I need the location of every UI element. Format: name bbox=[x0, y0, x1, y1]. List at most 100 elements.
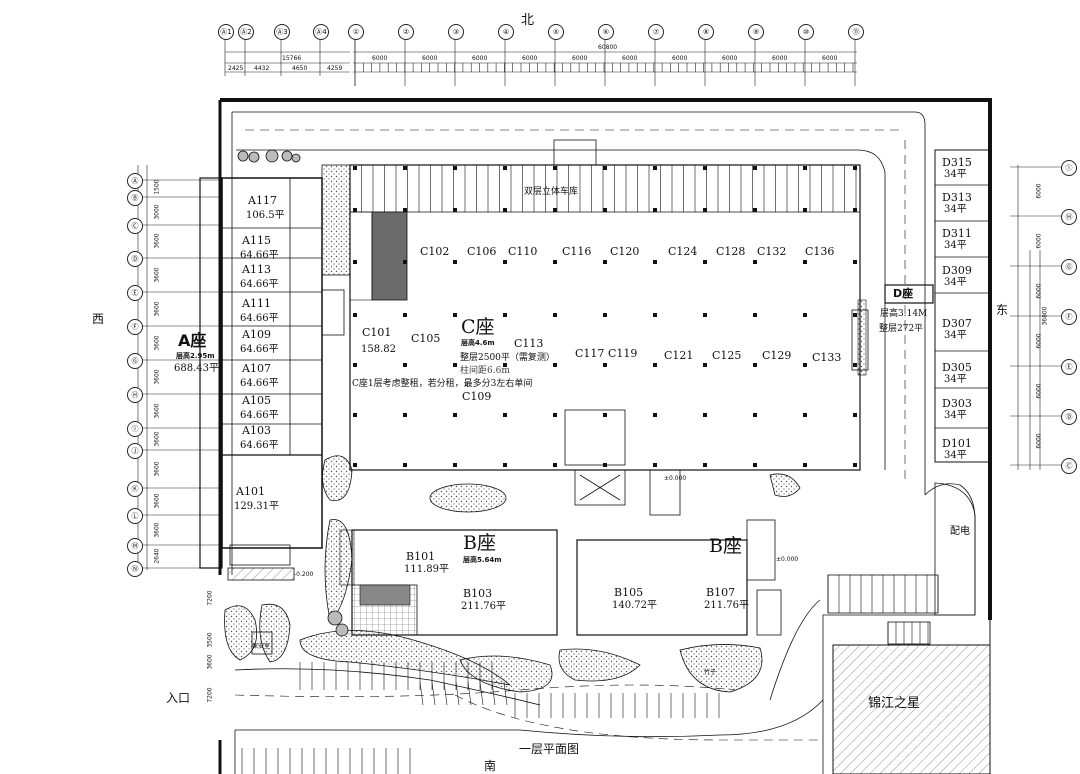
a-block-total-area: 688.43平 bbox=[174, 363, 219, 374]
a-room-id: A107 bbox=[242, 362, 271, 375]
left-axis-13: Ⓝ bbox=[127, 561, 143, 577]
a-block bbox=[199, 177, 323, 581]
b-block-height: 层高5.64m bbox=[463, 556, 502, 564]
left-axis-ticks bbox=[140, 179, 222, 569]
top-left-axis-2: Ⓐ2 bbox=[238, 24, 254, 40]
d-room-id: D315 bbox=[942, 156, 972, 169]
south-parking bbox=[241, 662, 720, 774]
elevation-b: ±0.000 bbox=[776, 556, 799, 563]
c-room-id: C119 bbox=[608, 347, 638, 360]
top-axis-1: ① bbox=[348, 24, 364, 40]
d-room-area: 34平 bbox=[944, 410, 967, 421]
c-room-id: C136 bbox=[805, 245, 835, 258]
left-dim: 3600 bbox=[153, 267, 161, 283]
c-dark-block bbox=[371, 211, 408, 301]
left-dim: 3600 bbox=[153, 431, 161, 447]
power-room bbox=[934, 482, 976, 616]
top-left-dim: 2425 bbox=[228, 65, 244, 72]
a-block-height: 层高2.95m bbox=[176, 352, 215, 360]
right-dim: 6000 bbox=[1035, 283, 1043, 299]
b-room-id: B107 bbox=[706, 586, 736, 599]
c-room-id: C105 bbox=[411, 332, 441, 345]
d-block bbox=[884, 149, 991, 463]
c-room-id: C128 bbox=[716, 245, 746, 258]
left-axis-11: Ⓛ bbox=[127, 508, 143, 524]
top-left-axis-1: Ⓐ1 bbox=[218, 24, 234, 40]
right-dim: 6000 bbox=[1035, 333, 1043, 349]
b-room-area: 211.76平 bbox=[461, 601, 506, 612]
a-room-area: 64.66平 bbox=[240, 250, 279, 261]
top-overall-dim: 60800 bbox=[598, 44, 618, 51]
top-bay-dim: 6000 bbox=[372, 55, 388, 62]
a-room-area: 64.66平 bbox=[240, 344, 279, 355]
guard-house-label: 保安室 bbox=[252, 643, 271, 650]
d-room-id: D313 bbox=[942, 191, 972, 204]
d-room-id: D311 bbox=[942, 227, 972, 240]
top-bay-dim: 6000 bbox=[672, 55, 688, 62]
left-axis-3: Ⓓ bbox=[127, 251, 143, 267]
c-room-id: C129 bbox=[762, 349, 792, 362]
c-room-id: C120 bbox=[610, 245, 640, 258]
right-axis-ticks bbox=[1010, 166, 1062, 466]
a-planter-top bbox=[321, 164, 351, 276]
left-axis-5: Ⓕ bbox=[127, 319, 143, 335]
top-bay-dim: 6000 bbox=[522, 55, 538, 62]
b-room-area: 211.76平 bbox=[704, 600, 749, 611]
c109-id: C109 bbox=[462, 390, 492, 403]
top-axis-3: ③ bbox=[448, 24, 464, 40]
top-bay-dim: 6000 bbox=[822, 55, 838, 62]
c-core bbox=[564, 409, 681, 516]
d-room-area: 34平 bbox=[944, 277, 967, 288]
top-bay-dim: 6000 bbox=[422, 55, 438, 62]
south-road bbox=[234, 599, 824, 774]
c-room-id: C102 bbox=[420, 245, 450, 258]
power-room-label: 配电 bbox=[950, 526, 970, 537]
left-dim: 3600 bbox=[153, 403, 161, 419]
a-room-id: A109 bbox=[242, 328, 271, 341]
top-dimension-lines bbox=[224, 40, 857, 86]
a-stair bbox=[321, 289, 345, 336]
elevation-c: ±0.000 bbox=[664, 475, 687, 482]
left-axis-0: Ⓐ bbox=[127, 173, 143, 189]
a-room-area: 64.66平 bbox=[240, 410, 279, 421]
c-room-id: C106 bbox=[467, 245, 497, 258]
b-room-id: B103 bbox=[463, 587, 493, 600]
left-axis-10: Ⓚ bbox=[127, 481, 143, 497]
garage-label: 双层立体车库 bbox=[524, 187, 579, 197]
d-block-label: D座 bbox=[893, 287, 914, 300]
left-dim: 3500 bbox=[206, 632, 214, 648]
right-overall-dim: 36800 bbox=[1041, 306, 1049, 326]
left-dim: 3600 bbox=[153, 369, 161, 385]
c-block-height: 层高4.6m bbox=[461, 339, 495, 347]
d-room-area: 34平 bbox=[944, 240, 967, 251]
top-left-dim: 4650 bbox=[292, 65, 308, 72]
d-block-area: 整层272平 bbox=[879, 324, 924, 334]
d-room-id: D305 bbox=[942, 361, 972, 374]
b-room-id: B101 bbox=[406, 550, 436, 563]
top-bay-dim: 6000 bbox=[472, 55, 488, 62]
top-left-dim: 4259 bbox=[327, 65, 343, 72]
top-bay-dim: 6000 bbox=[622, 55, 638, 62]
c-room-id: C121 bbox=[664, 349, 694, 362]
b-room-area: 111.89平 bbox=[404, 564, 449, 575]
d-room-id: D303 bbox=[942, 397, 972, 410]
left-axis-8: Ⓘ bbox=[127, 421, 143, 437]
c-room-id: C132 bbox=[757, 245, 787, 258]
top-axis-4: ④ bbox=[498, 24, 514, 40]
top-axis-5: ⑤ bbox=[548, 24, 564, 40]
compass-north: 北 bbox=[521, 13, 535, 28]
c-room-id: C133 bbox=[812, 351, 842, 364]
left-axis-7: Ⓗ bbox=[127, 387, 143, 403]
top-bay-dim: 6000 bbox=[772, 55, 788, 62]
left-dim: 3600 bbox=[153, 493, 161, 509]
left-axis-1: Ⓑ bbox=[127, 190, 143, 206]
b-block-label-2: B座 bbox=[709, 535, 742, 557]
right-axis-0: Ⓘ bbox=[1061, 160, 1077, 176]
drawing-title: 一层平面图 bbox=[519, 742, 580, 756]
c-room-id: C117 bbox=[575, 347, 605, 360]
top-axis-8: ⑧ bbox=[698, 24, 714, 40]
left-dim: 1500 bbox=[153, 179, 161, 195]
c-east-stair bbox=[851, 309, 869, 371]
